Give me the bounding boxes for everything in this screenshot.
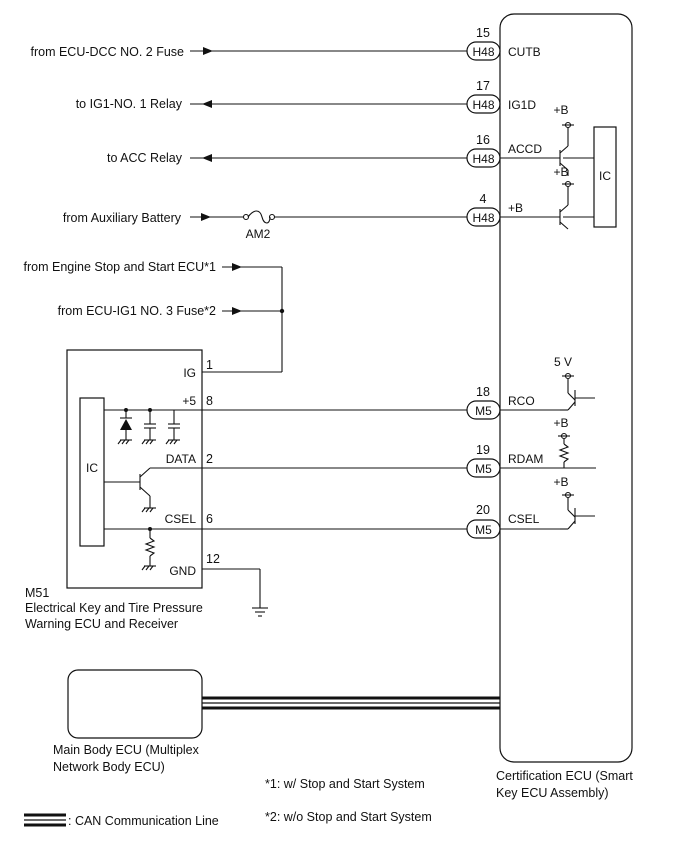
main-body-ecu-box [67, 669, 203, 739]
connector-label-20: M5 [475, 523, 492, 537]
resistor-icon [141, 527, 156, 571]
certification-ecu-box [499, 13, 633, 763]
note-1: *1: w/ Stop and Start System [265, 777, 425, 791]
signal-rdam: RDAM [508, 452, 543, 466]
m51-pinnum-12: 12 [206, 552, 220, 566]
ig-source-1: from Engine Stop and Start ECU*1 [24, 260, 217, 274]
input-label-4: from Auxiliary Battery [63, 211, 182, 225]
connector-label-17: H48 [472, 98, 494, 112]
m51-name-2: Warning ECU and Receiver [25, 617, 178, 631]
connector-h48-17 [466, 94, 501, 114]
m51-box [66, 349, 203, 589]
connector-label-15: H48 [472, 45, 494, 59]
junction-ig [279, 308, 285, 314]
can-line [202, 696, 500, 710]
m51-pin-gnd: GND [169, 564, 196, 578]
connector-label-19: M5 [475, 462, 492, 476]
cert-supply-1: +B [553, 103, 568, 117]
fuse-icon [247, 210, 271, 224]
signal-plus-b: +B [508, 201, 523, 215]
signal-csel: CSEL [508, 512, 540, 526]
connector-label-18: M5 [475, 404, 492, 418]
m51-pinnum-2: 2 [206, 452, 213, 466]
cert-supply-2: +B [553, 165, 568, 179]
connector-label-4: H48 [472, 211, 494, 225]
m51-ic-label: IC [86, 461, 98, 475]
transistor-accd [559, 121, 594, 176]
arrow-battery [201, 213, 211, 221]
main-body-name-1: Main Body ECU (Multiplex [53, 743, 200, 757]
signal-cutb: CUTB [508, 45, 541, 59]
arrow-accd [202, 154, 212, 162]
cert-ic-label: IC [599, 169, 611, 183]
ground-icon [252, 607, 268, 617]
m51-pin-data: DATA [166, 452, 196, 466]
cert-name-2: Key ECU Assembly) [496, 786, 609, 800]
arrow-ig-src-1 [232, 263, 242, 271]
pin-num-17: 17 [476, 79, 490, 93]
m51-ic-box [79, 397, 105, 547]
signal-ig1d: IG1D [508, 98, 536, 112]
connector-label-16: H48 [472, 152, 494, 166]
input-label-3: to ACC Relay [107, 151, 183, 165]
m51-pin-csel: CSEL [165, 512, 197, 526]
m51-pin-plus5: +5 [182, 394, 196, 408]
pin-num-4: 4 [480, 192, 487, 206]
pullup-resistor-rdam [558, 432, 570, 468]
transistor-rco [560, 372, 595, 411]
input-label-2: to IG1-NO. 1 Relay [76, 97, 183, 111]
m51-pinnum-8: 8 [206, 394, 213, 408]
m51-pinnum-6: 6 [206, 512, 213, 526]
can-legend-icon [24, 813, 66, 827]
capacitor-icon [141, 408, 156, 445]
pin-num-20: 20 [476, 503, 490, 517]
pin-num-19: 19 [476, 443, 490, 457]
supply-plus-b-rdam: +B [553, 416, 568, 430]
m51-code: M51 [25, 586, 49, 600]
input-label-1: from ECU-DCC NO. 2 Fuse [31, 45, 185, 59]
fuse-terminal-left [242, 213, 250, 221]
pin-num-18: 18 [476, 385, 490, 399]
main-body-name-2: Network Body ECU) [53, 760, 165, 774]
cert-ic-box [593, 126, 617, 228]
signal-accd: ACCD [508, 142, 542, 156]
m51-pin-ig: IG [183, 366, 196, 380]
supply-5v: 5 V [554, 355, 572, 369]
transistor-csel [560, 491, 595, 530]
zener-diode-icon [117, 408, 132, 445]
pin-num-16: 16 [476, 133, 490, 147]
supply-plus-b-csel: +B [553, 475, 568, 489]
arrow-cutb [203, 47, 213, 55]
ig-source-2: from ECU-IG1 NO. 3 Fuse*2 [58, 304, 216, 318]
capacitor-2-icon [165, 410, 180, 445]
can-legend-label: : CAN Communication Line [68, 814, 219, 828]
connector-h48-15 [466, 41, 501, 61]
pin-num-15: 15 [476, 26, 490, 40]
m51-name-1: Electrical Key and Tire Pressure [25, 601, 203, 615]
arrow-ig-src-2 [232, 307, 242, 315]
m51-pinnum-1: 1 [206, 358, 213, 372]
arrow-ig1d [202, 100, 212, 108]
transistor-plus-b [559, 180, 594, 230]
signal-rco: RCO [508, 394, 535, 408]
note-2: *2: w/o Stop and Start System [265, 810, 432, 824]
fuse-label: AM2 [246, 227, 271, 241]
cert-name-1: Certification ECU (Smart [496, 769, 633, 783]
m51-transistor [104, 467, 202, 513]
